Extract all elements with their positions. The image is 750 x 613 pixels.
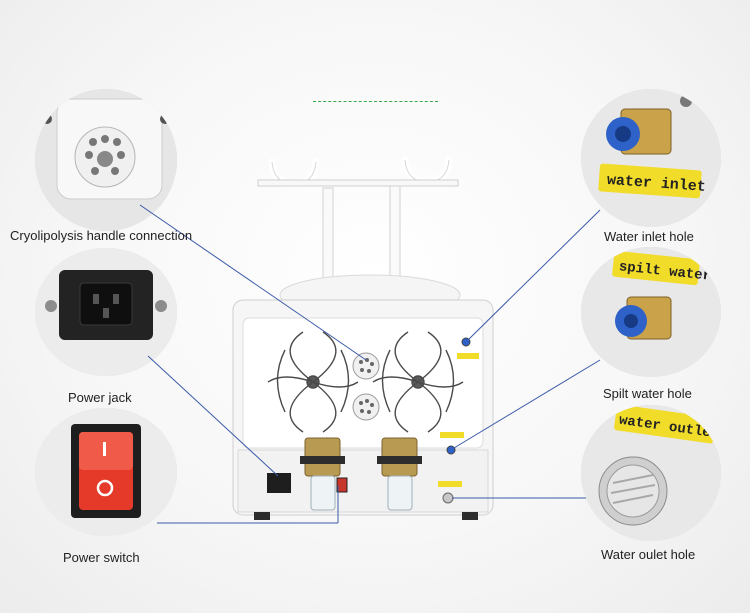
- split-water-closeup: spilt water: [581, 247, 721, 377]
- machine-split-sticker: [440, 432, 464, 438]
- line-cryo: [139, 204, 367, 361]
- decorative-dash-line: [313, 101, 438, 102]
- filter-left: [300, 437, 345, 511]
- handle-connector-bottom: [352, 393, 380, 421]
- label-cryolipolysis-handle-connection: Cryolipolysis handle connection: [10, 228, 193, 243]
- label-water-outlet-hole: Water oulet hole: [601, 547, 696, 562]
- line-split-water: [453, 359, 601, 449]
- machine-split-fitting: [446, 445, 456, 455]
- label-power-switch: Power switch: [63, 550, 140, 565]
- line-power-jack: [147, 355, 279, 477]
- water-inlet-closeup: water inlet: [581, 89, 721, 227]
- vent-right: [372, 331, 464, 433]
- line-water-inlet: [467, 209, 601, 341]
- power-jack-closeup: [35, 248, 177, 376]
- label-power-jack: Power jack: [68, 390, 132, 405]
- machine-outlet-sticker: [438, 481, 462, 487]
- handle-connector-top: [352, 352, 380, 380]
- machine-power-switch: [336, 477, 348, 493]
- label-split-water-hole: Spilt water hole: [603, 386, 692, 401]
- machine-inlet-sticker: [457, 353, 479, 359]
- label-water-inlet-hole: Water inlet hole: [604, 229, 694, 244]
- vent-left: [267, 331, 359, 433]
- water-outlet-closeup: water outlet: [581, 405, 721, 541]
- filter-right: [377, 437, 422, 511]
- machine-power-jack: [267, 473, 291, 493]
- water-inlet-sticker-text: water inlet: [606, 172, 706, 196]
- cryo-handle-connection-closeup: [35, 89, 177, 231]
- power-switch-closeup: [35, 408, 177, 536]
